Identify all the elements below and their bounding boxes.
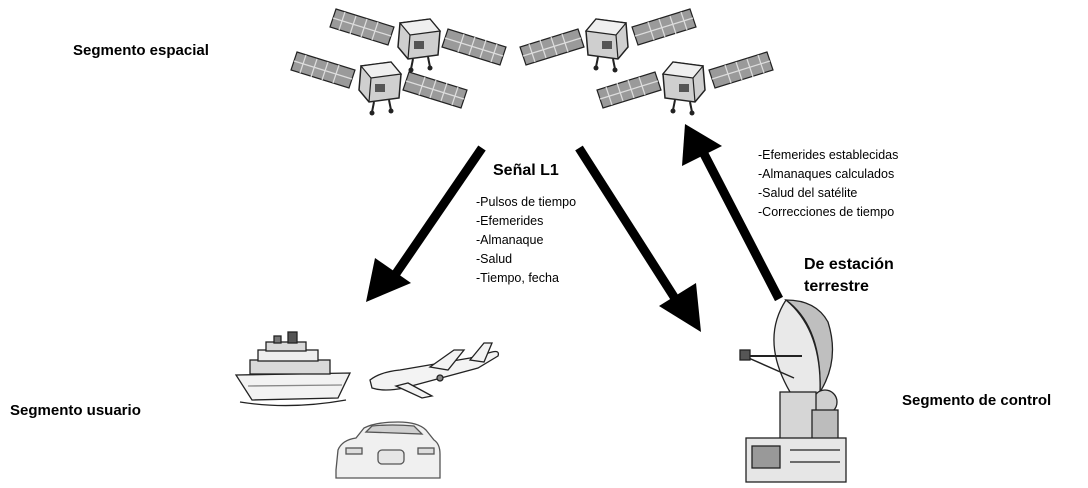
uplink-arrow <box>682 124 783 302</box>
airplane-icon <box>369 342 500 399</box>
list-item: -Efemerides establecidas <box>758 148 899 162</box>
list-item: -Salud <box>476 252 513 266</box>
signal-title: Señal L1 <box>493 162 559 179</box>
downlink-arrow-control <box>575 145 701 332</box>
uplink-contents-list: -Efemerides establecidas -Almanaques cal… <box>758 146 898 222</box>
list-item: -Efemerides <box>476 214 544 228</box>
ground-antenna-icon <box>739 299 847 483</box>
satellite-icon <box>596 51 774 117</box>
space-segment-label: Segmento espacial <box>73 42 209 59</box>
list-item: -Almanaque <box>476 233 544 247</box>
list-item: -Almanaques calculados <box>758 167 895 181</box>
list-item: -Salud del satélite <box>758 186 858 200</box>
uplink-title-line1: De estación <box>804 256 894 273</box>
user-segment-label: Segmento usuario <box>10 402 141 419</box>
list-item: -Correcciones de tiempo <box>758 205 895 219</box>
uplink-title-line2: terrestre <box>804 278 869 295</box>
list-item: -Tiempo, fecha <box>476 271 559 285</box>
satellite-icon <box>329 8 507 74</box>
satellite-icon <box>290 51 468 117</box>
ship-icon <box>234 331 352 407</box>
list-item: -Pulsos de tiempo <box>476 195 577 209</box>
satellite-icon <box>519 8 697 74</box>
control-segment-label: Segmento de control <box>902 392 1052 409</box>
downlink-arrow-user <box>366 145 486 302</box>
car-icon <box>335 421 441 479</box>
signal-contents-list: -Pulsos de tiempo -Efemerides -Almanaque… <box>476 193 576 288</box>
uplink-title: De estación terrestre <box>804 254 894 298</box>
